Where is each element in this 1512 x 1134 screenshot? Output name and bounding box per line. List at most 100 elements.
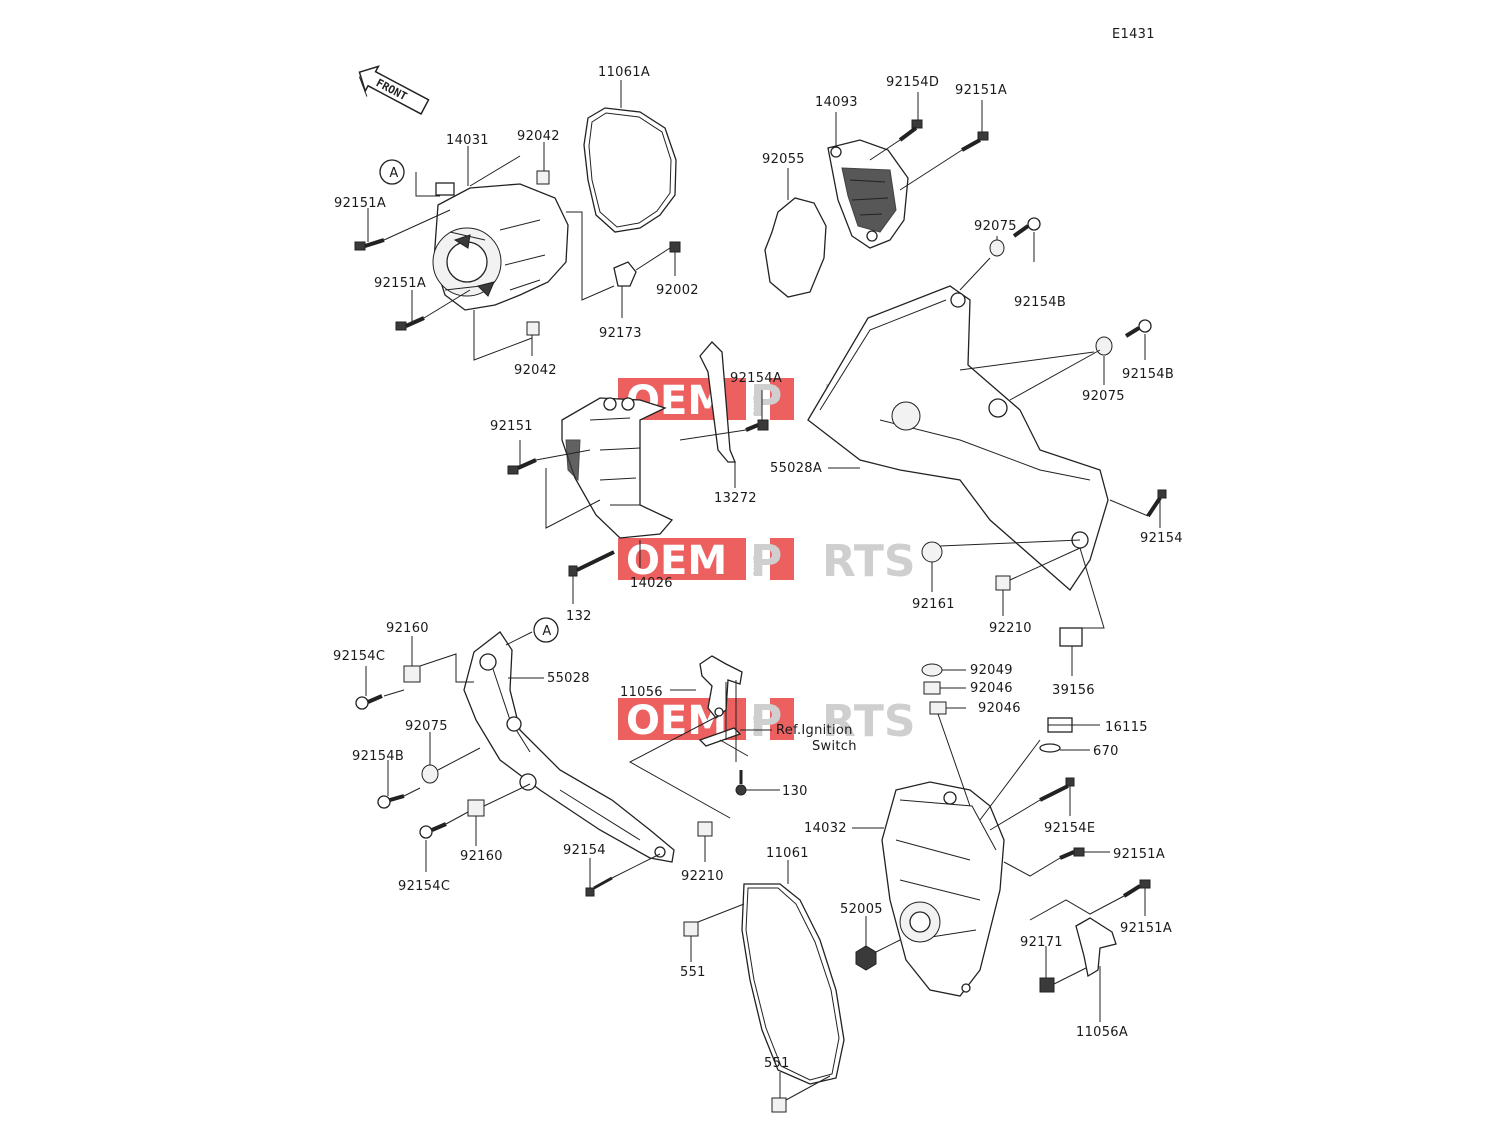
nut-52005 [855, 945, 877, 971]
bolt-92154E [1039, 777, 1075, 802]
bolt-92151A-3 [961, 131, 989, 152]
leaders-middle [519, 390, 763, 604]
label-11056: 11056 [620, 685, 663, 700]
label-92049: 92049 [970, 663, 1013, 678]
label-14093: 14093 [815, 95, 858, 110]
guard-55028A [807, 285, 1109, 591]
label-92154B-2: 92154B [1122, 367, 1174, 382]
leaders-middle-lower [628, 680, 780, 819]
label-92154C-2: 92154C [398, 879, 450, 894]
label-92042-bottom: 92042 [514, 363, 557, 378]
bolt-132 [568, 550, 615, 577]
gasket-11061 [741, 883, 845, 1085]
svg-text:P: P [750, 536, 782, 587]
leaders-top-left [367, 80, 676, 361]
clamp-92173 [613, 261, 637, 287]
bolt-92154A [745, 419, 769, 432]
bolt-92154B-3 [377, 794, 405, 809]
front-arrow-icon: FRONT [358, 65, 430, 115]
label-92154D: 92154D [886, 75, 939, 90]
bolt-92151 [507, 458, 537, 475]
svg-text:RTS: RTS [822, 696, 916, 747]
label-132: 132 [566, 609, 592, 624]
grommet-92075-3 [421, 764, 439, 784]
bolt-92151A-4 [1059, 847, 1085, 860]
grommet-92075-2 [1095, 336, 1113, 356]
bush-92046-2 [929, 701, 947, 715]
ignition-switch-ref [698, 727, 742, 747]
gasket-11061A [583, 107, 677, 233]
label-11061A: 11061A [598, 65, 650, 80]
dowel-551-1 [683, 921, 699, 937]
bolt-92154D [898, 119, 923, 142]
svg-text:BIKE: BIKE [753, 555, 763, 576]
label-92046-1: 92046 [970, 681, 1013, 696]
label-55028: 55028 [547, 671, 590, 686]
damper-39156 [1059, 627, 1083, 647]
label-52005: 52005 [840, 902, 883, 917]
leaders-top-right [787, 92, 983, 200]
dowel-92042-bottom [526, 321, 540, 336]
ref-marker-a-2-label: A [542, 624, 551, 639]
label-14031: 14031 [446, 133, 489, 148]
svg-text:OEM: OEM [626, 538, 727, 584]
label-92210-1: 92210 [989, 621, 1032, 636]
watermark-2: OEM BIKE P a RTS [618, 536, 916, 587]
svg-text:BIKE: BIKE [753, 395, 763, 416]
damper-92160-1 [403, 665, 421, 683]
bolt-92002 [669, 241, 681, 253]
bolt-130 [735, 770, 747, 796]
cap-16115 [1047, 717, 1073, 733]
label-92151A-4: 92151A [1113, 847, 1165, 862]
label-92173: 92173 [599, 326, 642, 341]
label-130: 130 [782, 784, 808, 799]
label-13272: 13272 [714, 491, 757, 506]
diagram-code: E1431 [1112, 27, 1155, 42]
ref-marker-a-2 [533, 617, 559, 643]
svg-text:a: a [795, 696, 825, 747]
label-14026: 14026 [630, 576, 673, 591]
label-92151A-2: 92151A [374, 276, 426, 291]
label-92161: 92161 [912, 597, 955, 612]
cover-14093 [827, 139, 909, 249]
svg-text:P: P [750, 696, 782, 747]
leaders-lower-right [690, 669, 1146, 1101]
label-ref-line2: Switch [812, 739, 857, 754]
clamp-92171 [1039, 977, 1055, 993]
svg-text:RTS: RTS [822, 536, 916, 587]
generator-cover-14031 [432, 182, 569, 311]
svg-text:P: P [750, 376, 782, 427]
bolt-92151A-2 [395, 316, 425, 331]
gasket-11061-inner [745, 887, 840, 1081]
label-92151: 92151 [490, 419, 533, 434]
damper-92160-2 [467, 799, 485, 817]
guard-55028 [463, 631, 675, 863]
label-92042-top: 92042 [517, 129, 560, 144]
bolt-92154C-2 [419, 822, 447, 839]
label-92046-2: 92046 [978, 701, 1021, 716]
label-92154A: 92154A [730, 371, 782, 386]
label-92055: 92055 [762, 152, 805, 167]
label-14032: 14032 [804, 821, 847, 836]
label-92160-2: 92160 [460, 849, 503, 864]
leaders-lower-left [365, 631, 706, 888]
watermark-3: OEM BIKE P a RTS [618, 696, 916, 747]
label-92154-2: 92154 [563, 843, 606, 858]
label-92075-3: 92075 [405, 719, 448, 734]
bracket-11056A [1075, 917, 1117, 978]
oring-670 [1039, 743, 1061, 753]
label-92151A-1: 92151A [334, 196, 386, 211]
ref-marker-a-1-label: A [389, 166, 398, 181]
label-92075-2: 92075 [1082, 389, 1125, 404]
bolt-92151A-1 [354, 238, 385, 251]
label-92154C-1: 92154C [333, 649, 385, 664]
label-92154-1: 92154 [1140, 531, 1183, 546]
svg-text:a: a [795, 536, 825, 587]
label-92171: 92171 [1020, 935, 1063, 950]
collar-92210-1 [995, 575, 1011, 591]
label-670: 670 [1093, 744, 1119, 759]
grommet-92075-1 [989, 239, 1005, 257]
label-92210-2: 92210 [681, 869, 724, 884]
label-92154E: 92154E [1044, 821, 1095, 836]
